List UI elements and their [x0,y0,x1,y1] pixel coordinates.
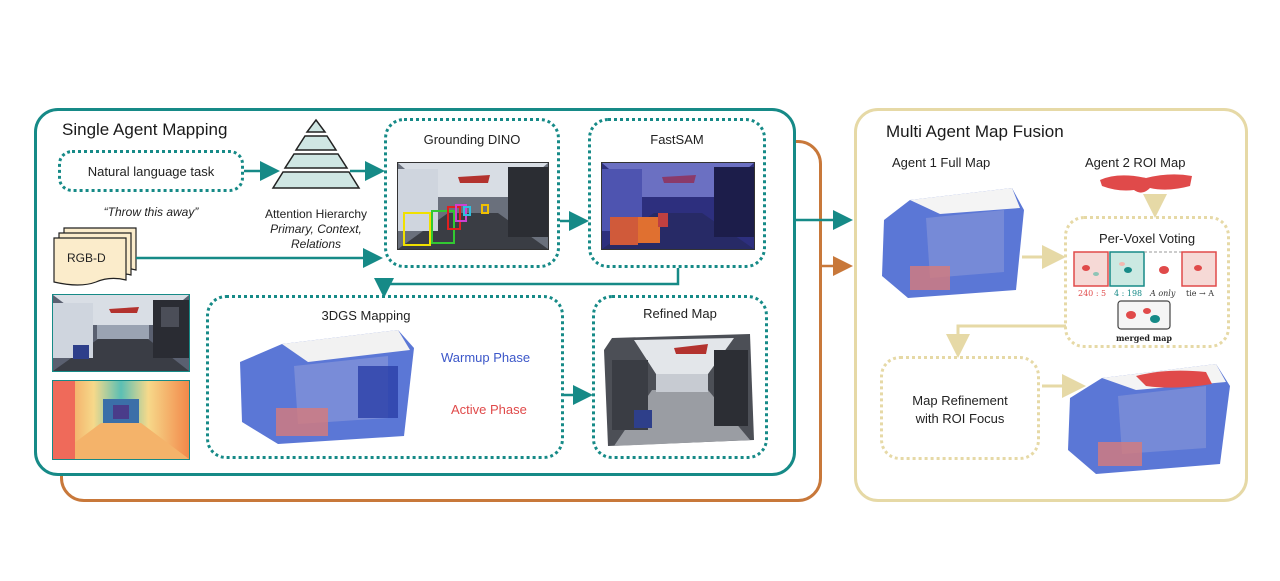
agent1-label: Agent 1 Full Map [892,155,991,170]
depth-image [52,380,190,460]
agent1-map [882,188,1024,298]
rgbd-stack [53,227,137,286]
voting-diagram [1073,251,1217,287]
task-example: “Throw this away” [103,205,199,219]
gaussian-map [240,330,414,444]
vote-label-2: 4 : 198 [1114,289,1143,298]
refinement-box [880,356,1040,460]
fastsam-title: FastSAM [650,132,704,147]
refinement-line-2: with ROI Focus [915,411,1005,426]
rgbd-label: RGB-D [67,251,106,265]
attention-title: Attention Hierarchy [264,207,368,221]
attention-subtitle-1: Primary, Context, [270,222,362,236]
warmup-label: Warmup Phase [441,350,531,365]
attention-subtitle-2: Relations [290,237,342,251]
vote-label-3: A only [1150,289,1176,298]
refined-map-title: Refined Map [643,306,717,321]
refinement-line-1: Map Refinement [912,393,1008,408]
fastsam-box [588,118,766,268]
mapping-title: 3DGS Mapping [321,308,411,323]
grounding-dino-image [397,162,549,250]
agent2-label: Agent 2 ROI Map [1085,155,1186,170]
voting-box [1064,216,1230,348]
agent2-map [1100,174,1192,193]
multi-agent-title: Multi Agent Map Fusion [886,122,1064,141]
merged-result-map [1068,364,1230,474]
fastsam-image [601,162,755,250]
multi-agent-panel [854,108,1248,502]
rgb-image [52,294,190,372]
merged-map-diagram [1117,300,1171,330]
merged-map-label: merged map [1115,333,1173,343]
vote-label-4: tie → A [1186,289,1215,298]
grounding-dino-title: Grounding DINO [423,132,521,147]
single-agent-title: Single Agent Mapping [62,120,228,139]
active-label: Active Phase [451,402,527,417]
refined-map-box [592,295,768,459]
refined-map-image [604,334,754,446]
task-box [58,150,244,192]
vote-label-1: 240 : 5 [1078,289,1107,298]
attention-pyramid [271,118,361,189]
voting-title: Per-Voxel Voting [1098,231,1196,246]
grounding-dino-box [384,118,560,268]
task-label: Natural language task [87,164,215,179]
